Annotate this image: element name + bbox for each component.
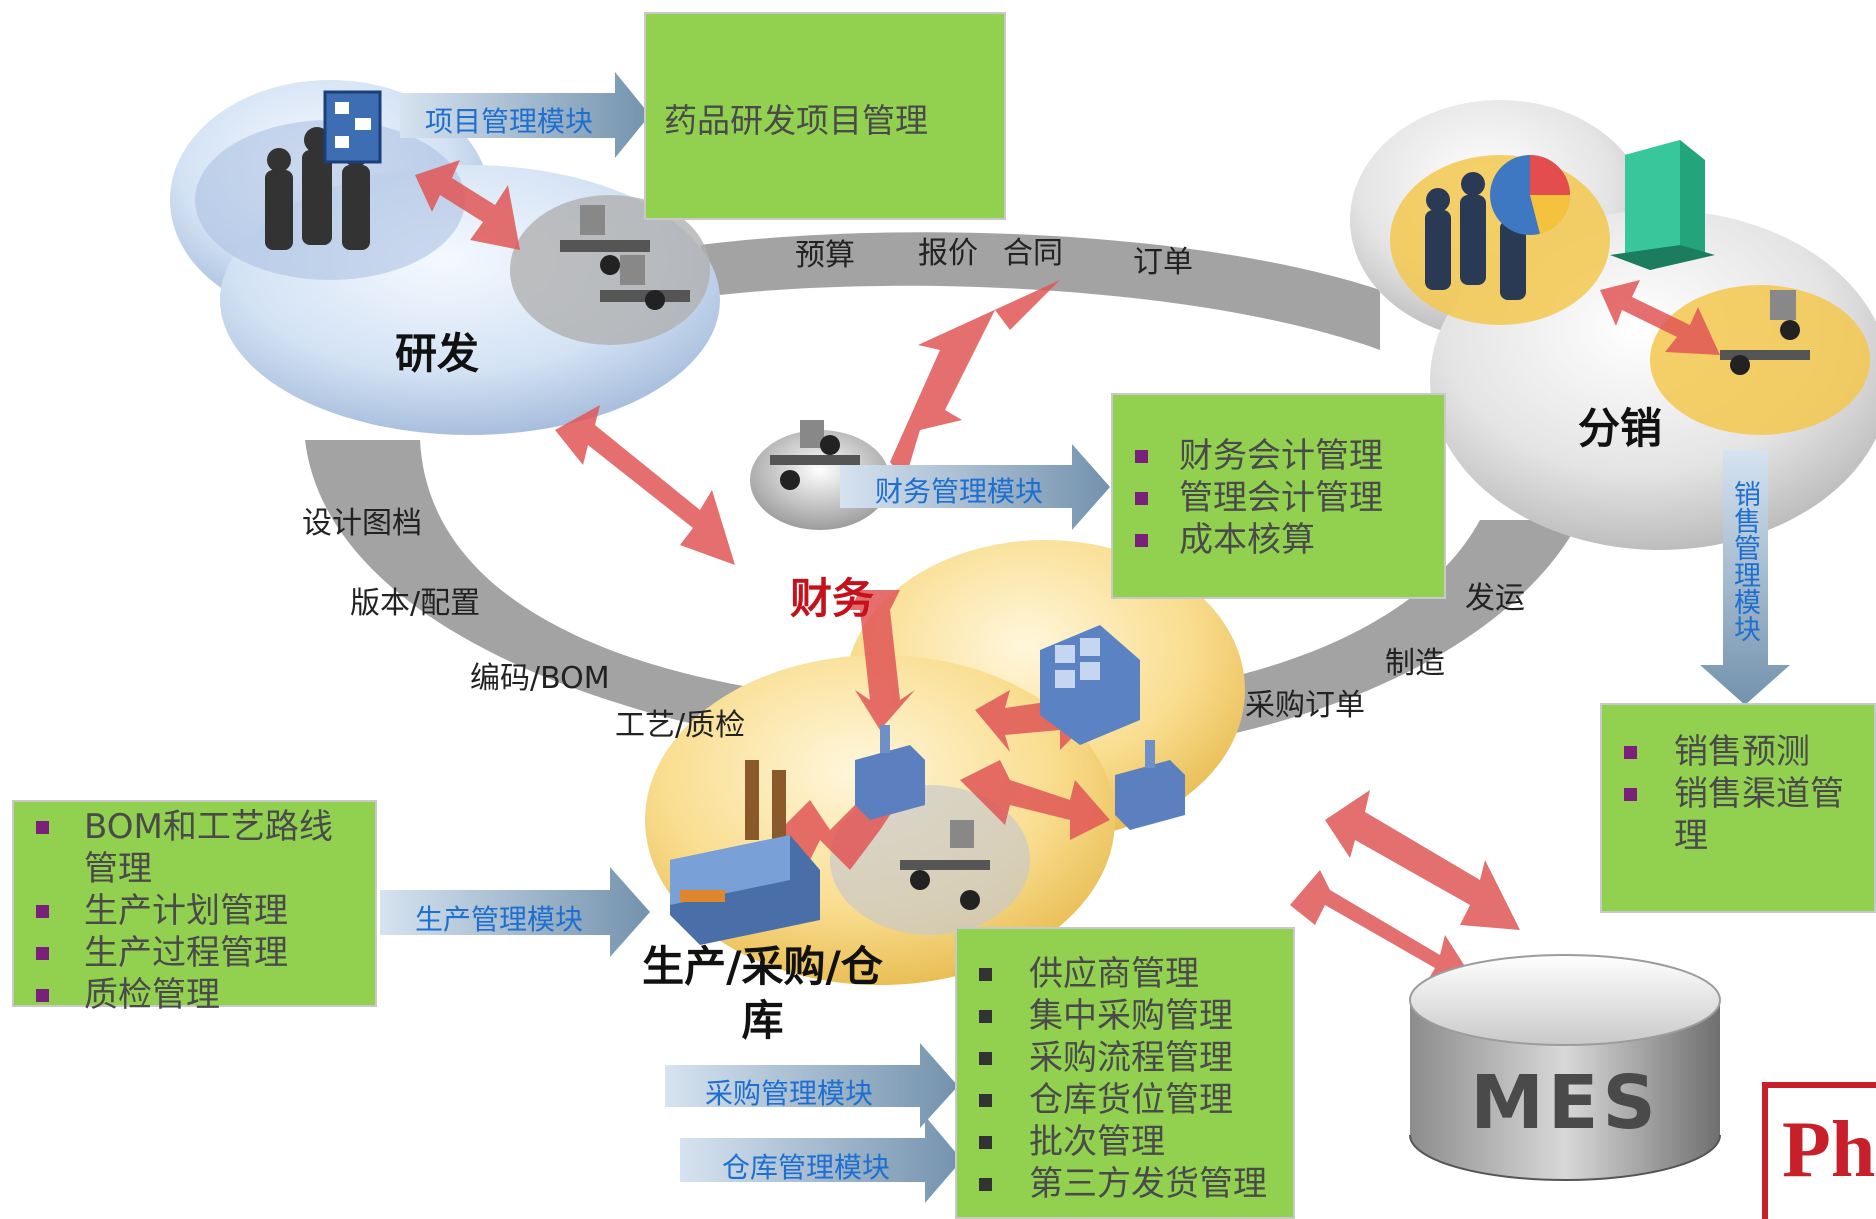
- finance-module-label: 财务管理模块: [875, 475, 1044, 508]
- bullet-icon: [1135, 450, 1148, 463]
- rd-board-icon: [323, 90, 382, 164]
- bullet-icon: [979, 1010, 992, 1023]
- list-item: 成本核算: [1113, 519, 1444, 561]
- flow-process-qc: 工艺/质检: [615, 708, 746, 743]
- flow-manufacturing: 制造: [1385, 646, 1445, 681]
- list-item: 仓库货位管理: [957, 1079, 1293, 1121]
- logo-frame: [1762, 1082, 1876, 1219]
- finance-items-box: 财务会计管理 管理会计管理 成本核算: [1111, 393, 1446, 599]
- sales-module-label: 销售管理模块: [1729, 480, 1760, 642]
- flow-order: 订单: [1133, 245, 1193, 280]
- building-icon: [1610, 140, 1715, 270]
- purchase-module-label: 采购管理模块: [705, 1077, 874, 1110]
- bullet-icon: [979, 1094, 992, 1107]
- pie-chart-icon: [1490, 155, 1571, 235]
- bullet-icon: [1135, 492, 1148, 505]
- small-plant-icon-2: [1115, 740, 1185, 830]
- warehouse-module-label: 仓库管理模块: [722, 1151, 891, 1184]
- bullet-icon: [1624, 788, 1637, 801]
- bullet-icon: [36, 821, 49, 834]
- sales-items-list: 销售预测 销售渠道管理: [1602, 731, 1874, 857]
- mes-label: MES: [1470, 1060, 1660, 1146]
- list-item: 第三方发货管理: [957, 1163, 1293, 1205]
- list-item: 采购流程管理: [957, 1037, 1293, 1079]
- list-item: BOM和工艺路线管理: [14, 806, 375, 890]
- list-item: 批次管理: [957, 1121, 1293, 1163]
- small-plant-icon-1: [855, 725, 925, 820]
- arrow-sales-module: [1700, 450, 1790, 705]
- mes-database-icon: [1409, 954, 1721, 1181]
- node-production-title: 生产/采购/仓库: [642, 942, 883, 1045]
- flow-code-bom: 编码/BOM: [470, 661, 610, 696]
- bullet-icon: [1624, 746, 1637, 759]
- warehouse-icon: [1040, 625, 1140, 745]
- bullet-icon: [979, 1136, 992, 1149]
- finance-items-list: 财务会计管理 管理会计管理 成本核算: [1113, 435, 1444, 561]
- arrow-warehouse-module: [680, 1116, 962, 1203]
- logo-text: Ph: [1782, 1106, 1876, 1194]
- list-item: 集中采购管理: [957, 995, 1293, 1037]
- flow-loop: [305, 232, 1580, 760]
- rd-project-box: 药品研发项目管理: [644, 12, 1006, 220]
- rd-desk-icon: [560, 205, 690, 310]
- bullet-icon: [36, 947, 49, 960]
- bullet-icon: [1135, 534, 1148, 547]
- flow-purchase-order: 采购订单: [1245, 688, 1365, 723]
- flow-contract: 合同: [1003, 236, 1063, 271]
- purchase-items-box: 供应商管理 集中采购管理 采购流程管理 仓库货位管理 批次管理 第三方发货管理: [955, 927, 1295, 1219]
- bullet-icon: [979, 968, 992, 981]
- distribution-people-icon: [1425, 172, 1526, 300]
- arrow-finance-module: [840, 444, 1110, 530]
- list-item: 销售渠道管理: [1602, 773, 1874, 857]
- list-item: 生产计划管理: [14, 890, 375, 932]
- list-item: 财务会计管理: [1113, 435, 1444, 477]
- arrow-project-module: [400, 72, 650, 158]
- list-item: 生产过程管理: [14, 932, 375, 974]
- bullet-icon: [36, 989, 49, 1002]
- flow-quote: 报价: [918, 236, 978, 271]
- rd-project-text: 药品研发项目管理: [664, 101, 928, 140]
- list-item: 供应商管理: [957, 953, 1293, 995]
- bullet-icon: [979, 1052, 992, 1065]
- production-module-label: 生产管理模块: [415, 903, 584, 936]
- factory-icon: [670, 760, 820, 945]
- production-desk-icon: [900, 820, 990, 910]
- red-arrows: [415, 160, 1720, 990]
- distribution-desk-icon: [1720, 290, 1810, 375]
- list-item: 质检管理: [14, 974, 375, 1016]
- project-module-label: 项目管理模块: [425, 105, 594, 138]
- node-distribution-title: 分销: [1578, 404, 1663, 453]
- flow-version-config: 版本/配置: [350, 586, 481, 621]
- arrow-production-module: [380, 867, 650, 957]
- flow-budget: 预算: [795, 238, 855, 273]
- node-rd-title: 研发: [395, 329, 480, 378]
- arrow-purchase-module: [665, 1043, 958, 1128]
- module-arrows: [380, 72, 1790, 1203]
- list-item: 销售预测: [1602, 731, 1874, 773]
- bullet-icon: [979, 1178, 992, 1191]
- sales-items-box: 销售预测 销售渠道管理: [1600, 703, 1876, 913]
- flow-design-docs: 设计图档: [302, 506, 422, 541]
- flow-shipping: 发运: [1465, 581, 1525, 616]
- list-item: 管理会计管理: [1113, 477, 1444, 519]
- production-items-box: BOM和工艺路线管理 生产计划管理 生产过程管理 质检管理: [12, 800, 377, 1015]
- rd-people-icon: [265, 127, 370, 250]
- production-items-list: BOM和工艺路线管理 生产计划管理 生产过程管理 质检管理: [14, 806, 375, 1016]
- bullet-icon: [36, 905, 49, 918]
- finance-desk-icon: [770, 420, 860, 490]
- purchase-items-list: 供应商管理 集中采购管理 采购流程管理 仓库货位管理 批次管理 第三方发货管理: [957, 953, 1293, 1205]
- node-finance-title: 财务: [790, 574, 875, 623]
